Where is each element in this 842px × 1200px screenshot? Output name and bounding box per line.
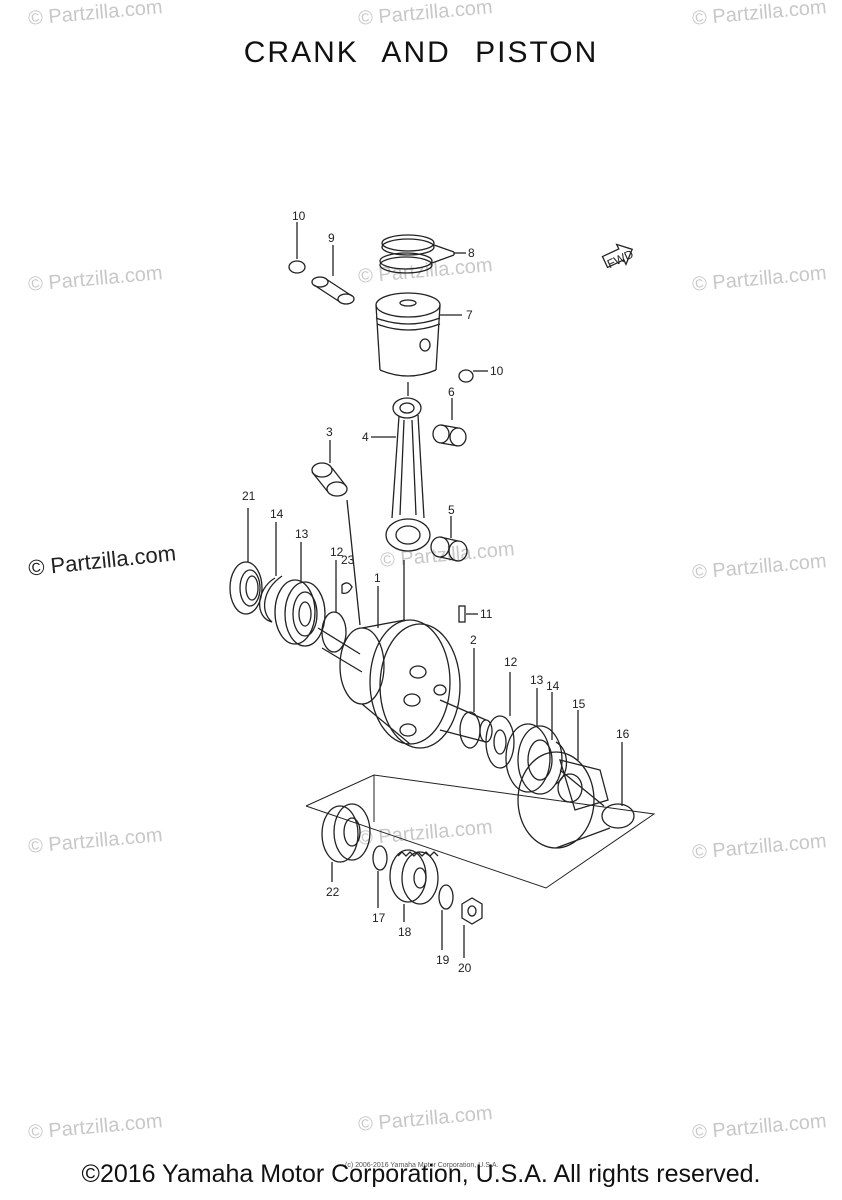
callout-1: 1 [374,571,381,585]
copyright-footer: ©2016 Yamaha Motor Corporation, U.S.A. A… [81,1160,761,1188]
fwd-arrow-icon [601,243,634,269]
piston-rings [379,234,466,274]
callout-12-right: 12 [504,655,518,669]
page-title: CRANK AND PISTON [243,36,599,69]
crank-pin [311,440,361,626]
oil-seal-lower [321,803,371,882]
callout-2: 2 [470,633,477,647]
callout-3: 3 [326,425,333,439]
callout-11: 11 [480,607,493,621]
small-end-bearing [432,398,467,447]
callout-16: 16 [616,727,630,741]
callout-21: 21 [242,489,256,503]
callout-9: 9 [328,231,335,245]
nut [461,897,483,958]
callout-15: 15 [572,697,586,711]
callout-17: 17 [372,911,386,925]
lock-washer [438,884,454,910]
callout-7: 7 [466,308,473,322]
woodruff-key [341,582,353,595]
big-end-bearing [430,516,468,562]
callout-23: 23 [341,553,355,567]
fwd-label: FWD [605,247,636,271]
callout-10-right: 10 [490,364,504,378]
callout-18: 18 [398,925,412,939]
shim-right [485,715,515,769]
dowel-pin [458,605,466,623]
callout-14-right: 14 [546,679,560,693]
callout-19: 19 [436,953,450,967]
fine-print: (c) 2006-2016 Yamaha Motor Corporation, … [345,1162,499,1169]
callout-22: 22 [326,885,340,899]
circlip-left [259,575,283,623]
callout-14-left: 14 [270,507,284,521]
callout-20: 20 [458,961,472,975]
callout-10-top: 10 [292,209,306,223]
callout-12-left: 12 [330,545,344,559]
piston [375,292,462,396]
callout-8: 8 [468,246,475,260]
oil-seal-left [229,508,263,615]
primary-gear [389,849,439,922]
subassembly-frame [305,774,656,889]
connecting-rod [371,397,431,552]
callout-13-right: 13 [530,673,544,687]
o-ring [372,845,388,871]
callout-13-left: 13 [295,527,309,541]
piston-pin [311,245,355,305]
collar [517,742,635,849]
callout-5: 5 [448,503,455,517]
shim-left [321,611,347,653]
callout-4: 4 [362,430,369,444]
crankshaft [317,560,461,749]
circlip-top [288,260,306,274]
bearing-left [274,542,326,647]
circlip-right [458,369,474,383]
callout-6: 6 [448,385,455,399]
